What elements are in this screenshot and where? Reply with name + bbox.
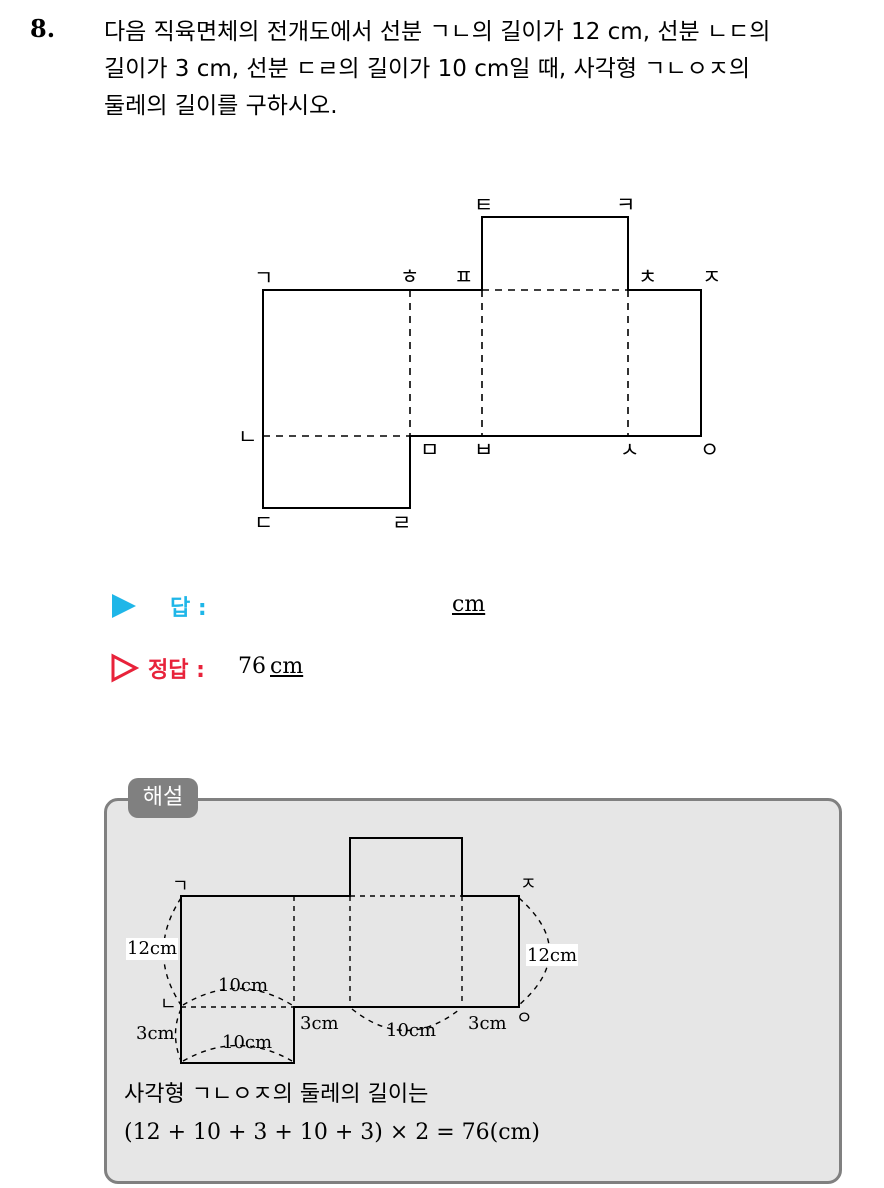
expl-label-n: ㄴ	[160, 994, 177, 1015]
expl-mid-3a: 3cm	[300, 1013, 339, 1034]
answer-row: 답 : cm	[108, 590, 628, 624]
label-n: ㄴ	[238, 425, 257, 449]
question-text: 다음 직육면체의 전개도에서 선분 ㄱㄴ의 길이가 12 cm, 선분 ㄴㄷ의 …	[104, 14, 864, 125]
question-number: 8.	[30, 14, 56, 43]
net-outline	[262, 216, 702, 509]
correct-value: 76	[238, 654, 266, 679]
expl-net-outline	[180, 837, 520, 1064]
explanation-panel	[104, 798, 842, 1184]
label-g: ㄱ	[254, 266, 273, 290]
expl-left-3: 3cm	[136, 1023, 175, 1044]
answer-arrow-icon	[112, 594, 136, 618]
label-r: ㄹ	[392, 511, 411, 535]
explanation-text-1: 사각형 ㄱㄴㅇㅈ의 둘레의 길이는	[124, 1082, 429, 1107]
label-h: ㅎ	[400, 265, 419, 289]
explanation-formula: (12 + 10 + 3 + 10 + 3) × 2 = 76(cm)	[124, 1120, 541, 1145]
expl-mid-10: 10cm	[386, 1020, 436, 1041]
label-ch: ㅊ	[638, 265, 657, 289]
expl-mid-3b: 3cm	[468, 1013, 507, 1034]
question-line-3: 둘레의 길이를 구하시오.	[104, 93, 338, 119]
correct-triangle-icon	[111, 653, 140, 683]
answer-unit: cm	[452, 592, 486, 617]
correct-label: 정답 :	[148, 658, 205, 683]
expl-right-12: 12cm	[527, 945, 577, 966]
net-diagram: ㄱ ㄴ ㄷ ㄹ ㅁ ㅂ ㅅ ㅇ ㅈ ㅊ ㅋ ㅌ ㅍ ㅎ	[238, 193, 721, 535]
label-s: ㅅ	[620, 438, 639, 462]
label-p: ㅍ	[454, 265, 473, 289]
answer-label: 답 :	[170, 596, 207, 621]
expl-label-j: ㅈ	[520, 874, 537, 895]
correct-unit: cm	[270, 654, 304, 679]
label-m: ㅁ	[420, 438, 439, 462]
expl-label-o: ㅇ	[516, 1008, 533, 1029]
question-line-1: 다음 직육면체의 전개도에서 선분 ㄱㄴ의 길이가 12 cm, 선분 ㄴㄷ의	[104, 19, 771, 45]
question-line-2: 길이가 3 cm, 선분 ㄷㄹ의 길이가 10 cm일 때, 사각형 ㄱㄴㅇㅈ의	[104, 56, 751, 82]
label-o: ㅇ	[700, 438, 719, 462]
net-fold-lines	[263, 289, 629, 437]
label-k: ㅋ	[616, 193, 635, 217]
expl-label-g: ㄱ	[172, 876, 189, 897]
expl-top-10: 10cm	[218, 975, 268, 996]
explanation-tab: 해설	[128, 778, 198, 818]
label-b: ㅂ	[474, 438, 493, 462]
label-d: ㄷ	[254, 511, 273, 535]
label-j: ㅈ	[702, 265, 721, 289]
expl-bottom-10: 10cm	[222, 1032, 272, 1053]
label-t: ㅌ	[474, 193, 493, 217]
expl-left-12: 12cm	[127, 938, 177, 959]
